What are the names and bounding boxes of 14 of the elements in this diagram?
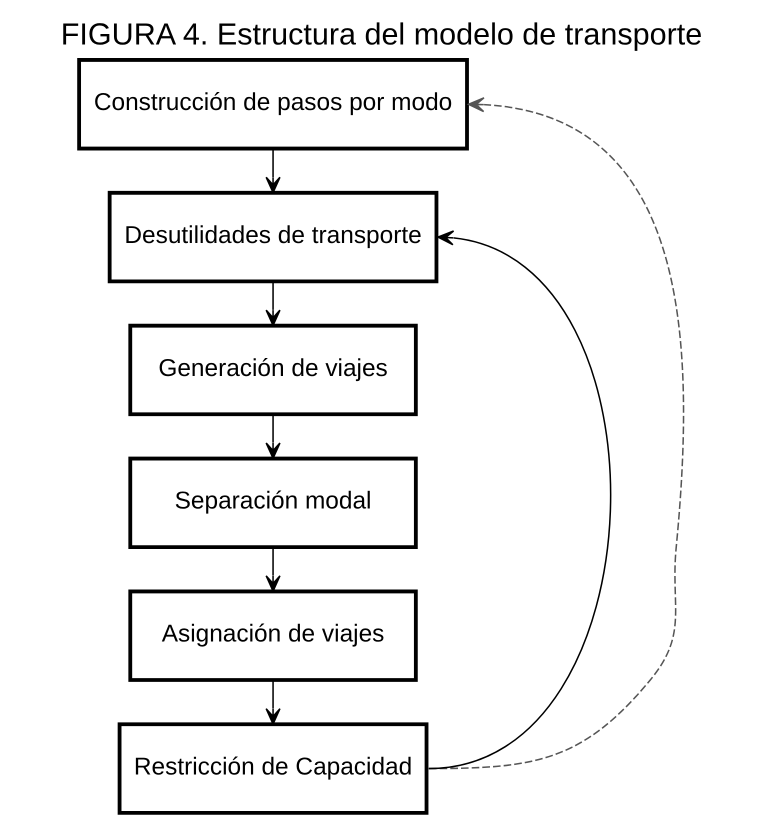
node-box: Restricción de Capacidad xyxy=(118,722,428,815)
arrow xyxy=(428,230,611,770)
arrow xyxy=(265,680,281,725)
node-box: Asignación de viajes xyxy=(128,590,418,682)
node-box: Desutilidades de transporte xyxy=(108,190,438,284)
node-box: Construcción de pasos por modo xyxy=(77,58,469,150)
arrow xyxy=(428,97,684,770)
node-box: Separación modal xyxy=(128,456,418,550)
node-box: Generación de viajes xyxy=(128,324,418,416)
arrow xyxy=(265,282,281,326)
arrow xyxy=(265,548,281,592)
arrow xyxy=(265,414,281,460)
diagram-title: FIGURA 4. Estructura del modelo de transporte xyxy=(60,18,702,52)
arrow xyxy=(265,149,281,194)
